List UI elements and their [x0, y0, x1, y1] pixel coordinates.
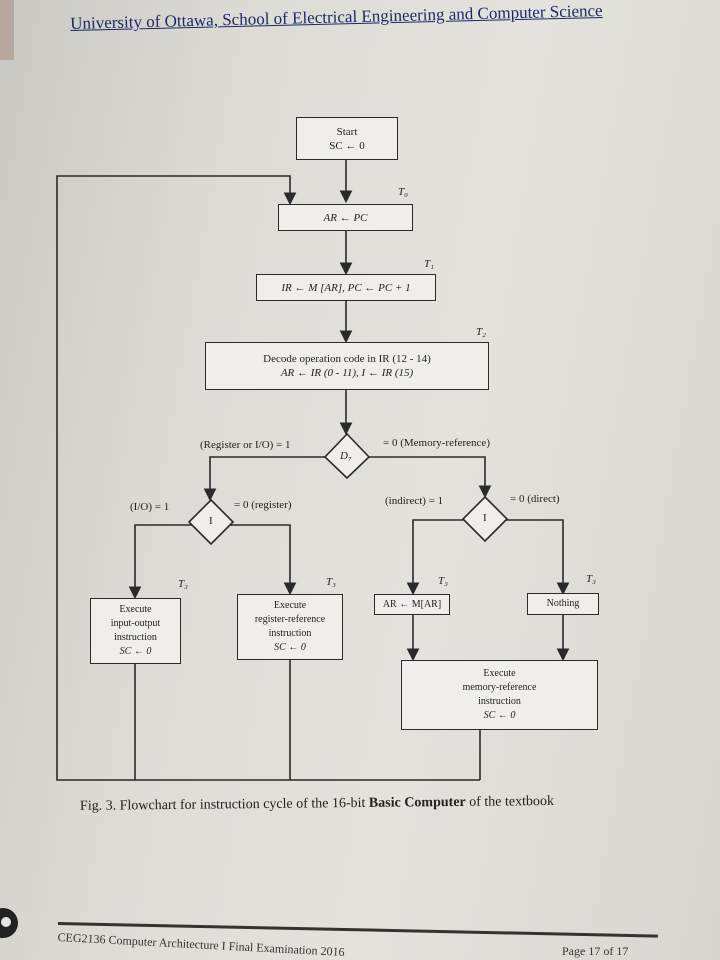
- i-right-indirect-label: (indirect) = 1: [385, 495, 444, 507]
- execute-io-box: Execute input-output instruction SC ← 0: [90, 598, 181, 664]
- execute-reg-line3: instruction: [268, 628, 312, 639]
- execute-mem-line4: SC ← 0: [483, 710, 516, 721]
- timing-t3-indirect: T₃: [438, 575, 448, 587]
- fetch-ir-box: IR ← M [AR], PC ← PC + 1: [256, 274, 436, 301]
- execute-reg-line4: SC ← 0: [274, 642, 306, 653]
- decision-i-left: [187, 498, 235, 546]
- footer-page-number: Page 17 of 17: [562, 944, 629, 958]
- caption-text-after: of the textbook: [465, 793, 555, 810]
- binder-ring: [0, 908, 18, 938]
- finger-edge: [0, 0, 14, 60]
- decision-d7: [323, 432, 371, 480]
- fetch-ar-box: AR ← PC: [278, 204, 413, 231]
- decode-line1: Decode operation code in IR (12 - 14): [263, 353, 431, 365]
- fetch-ir-text: IR ← M [AR], PC ← PC + 1: [281, 281, 411, 294]
- i-left-register-label: = 0 (register): [234, 499, 292, 511]
- execute-io-line2: input-output: [110, 618, 161, 629]
- execute-mem-line1: Execute: [483, 668, 516, 679]
- fetch-ar-text: AR ← PC: [323, 211, 368, 224]
- i-left-label: I: [209, 515, 213, 527]
- execute-memory-box: Execute memory-reference instruction SC …: [401, 660, 598, 730]
- timing-t2: T₂: [476, 326, 486, 338]
- indirect-text: AR ← M[AR]: [382, 598, 442, 610]
- timing-t3-io: T₃: [178, 578, 188, 590]
- execute-io-line4: SC ← 0: [119, 646, 152, 657]
- nothing-text: Nothing: [546, 598, 580, 609]
- timing-t1: T₁: [424, 258, 434, 270]
- indirect-box: AR ← M[AR]: [374, 594, 450, 615]
- timing-t0: T₀: [398, 186, 408, 198]
- i-right-label: I: [483, 512, 487, 524]
- d7-left-label: (Register or I/O) = 1: [200, 439, 291, 451]
- d7-right-label: = 0 (Memory-reference): [383, 437, 490, 449]
- execute-io-line1: Execute: [119, 604, 152, 615]
- start-sc-reset: SC ← 0: [329, 139, 365, 152]
- caption-bold: Basic Computer: [368, 794, 466, 811]
- i-right-direct-label: = 0 (direct): [510, 493, 560, 505]
- execute-reg-line2: register-reference: [254, 614, 326, 625]
- nothing-box: Nothing: [527, 593, 599, 615]
- caption-text-before: Flowchart for instruction cycle of the 1…: [116, 795, 369, 814]
- decode-box: Decode operation code in IR (12 - 14) AR…: [205, 342, 489, 390]
- caption-prefix: Fig. 3.: [79, 798, 117, 814]
- execute-io-line3: instruction: [114, 632, 157, 643]
- start-label: Start: [336, 125, 358, 138]
- timing-t3-direct: T₃: [586, 573, 596, 585]
- decision-i-right: [461, 495, 509, 543]
- execute-reg-line1: Execute: [273, 600, 307, 611]
- timing-t3-reg: T₃: [326, 576, 336, 588]
- i-left-io-label: (I/O) = 1: [130, 501, 170, 513]
- decode-line2: AR ← IR (0 - 11), I ← IR (15): [280, 367, 414, 379]
- execute-mem-line3: instruction: [478, 696, 521, 707]
- start-box: Start SC ← 0: [296, 117, 398, 160]
- execute-mem-line2: memory-reference: [462, 682, 537, 693]
- execute-register-box: Execute register-reference instruction S…: [237, 594, 343, 660]
- d7-label: D₇: [340, 450, 352, 462]
